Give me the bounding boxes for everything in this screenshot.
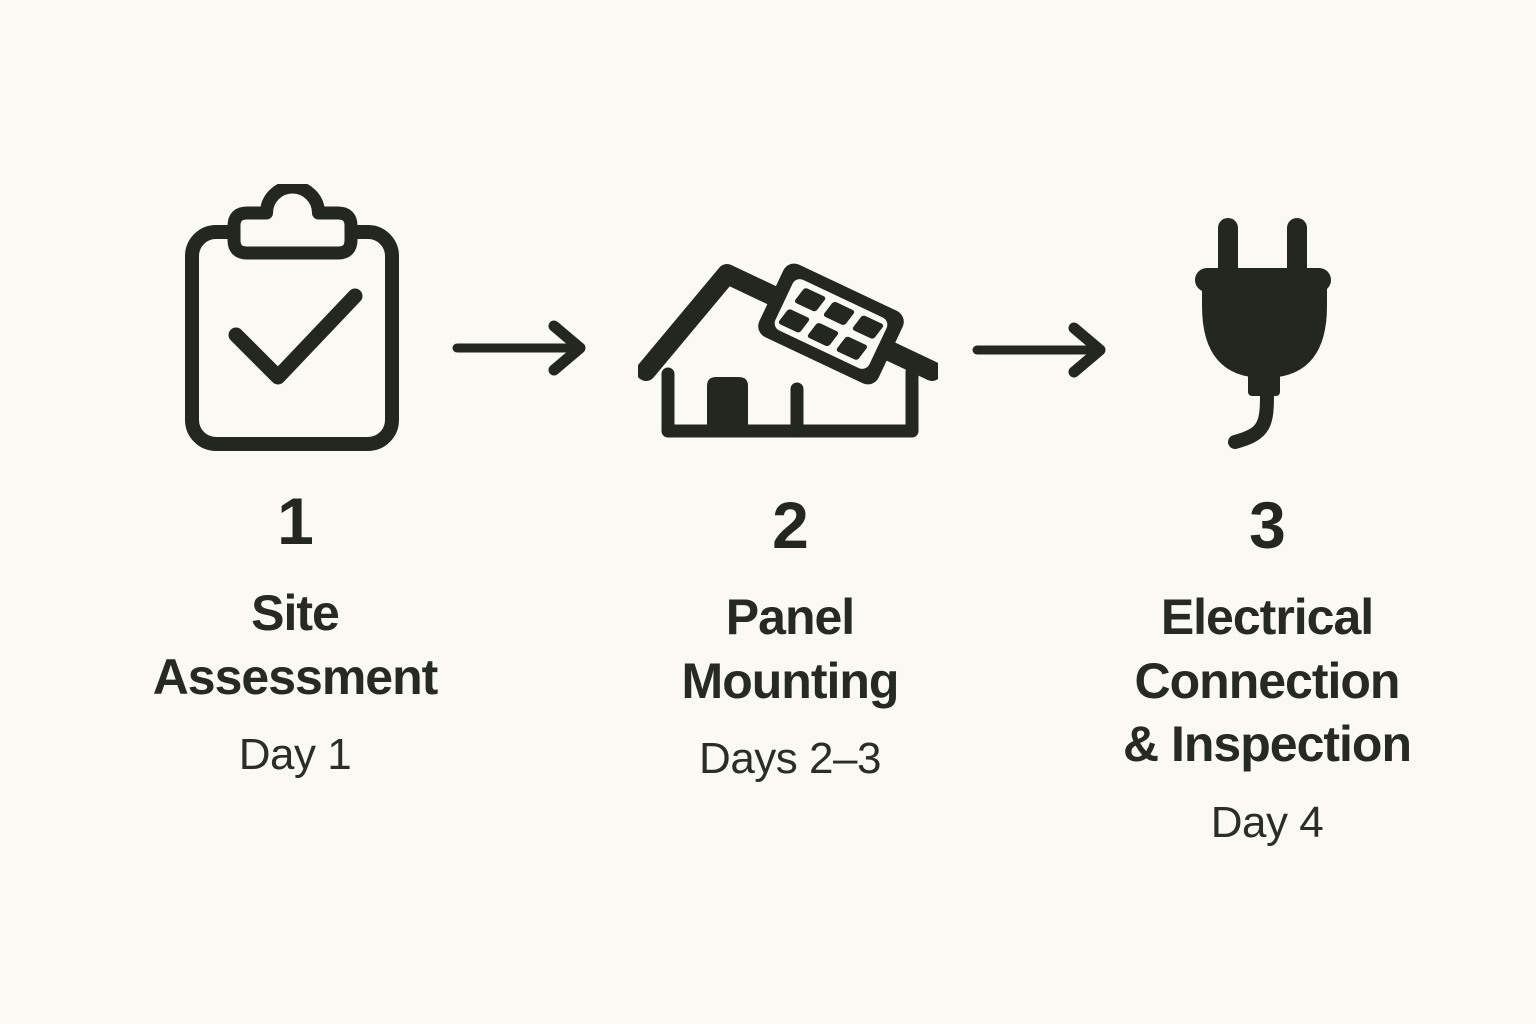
power-plug-icon xyxy=(1195,218,1331,449)
step-2: 2 Panel Mounting Days 2–3 xyxy=(580,492,1000,783)
step-3: 3 Electrical Connection & Inspection Day… xyxy=(1053,492,1481,847)
step-duration: Day 1 xyxy=(238,730,352,779)
step-number: 1 xyxy=(277,484,314,558)
step-1: 1 Site Assessment Day 1 xyxy=(85,488,505,779)
step-title-line: Mounting xyxy=(681,652,900,709)
step-duration: Day 4 xyxy=(1210,797,1324,847)
step-duration: Days 2–3 xyxy=(699,734,881,783)
clipboard-check-icon xyxy=(185,184,399,451)
step-number: 3 xyxy=(1249,488,1286,562)
step-title-line: Site xyxy=(251,585,340,641)
arrow-right-icon xyxy=(972,322,1106,378)
step-title: Electrical Connection & Inspection xyxy=(1053,586,1481,777)
step-title-line: Panel xyxy=(725,589,855,645)
step-title-line: & Inspection xyxy=(1122,716,1412,772)
step-title-line: Electrical xyxy=(1160,589,1374,645)
step-title: Site Assessment xyxy=(85,582,505,709)
house-solar-panel-icon xyxy=(638,263,938,438)
step-title: Panel Mounting xyxy=(580,586,1000,713)
step-title-line: Assessment xyxy=(152,648,439,705)
step-number: 2 xyxy=(772,488,809,562)
step-title-line: Connection xyxy=(1134,652,1401,709)
arrow-right-icon xyxy=(452,320,586,376)
